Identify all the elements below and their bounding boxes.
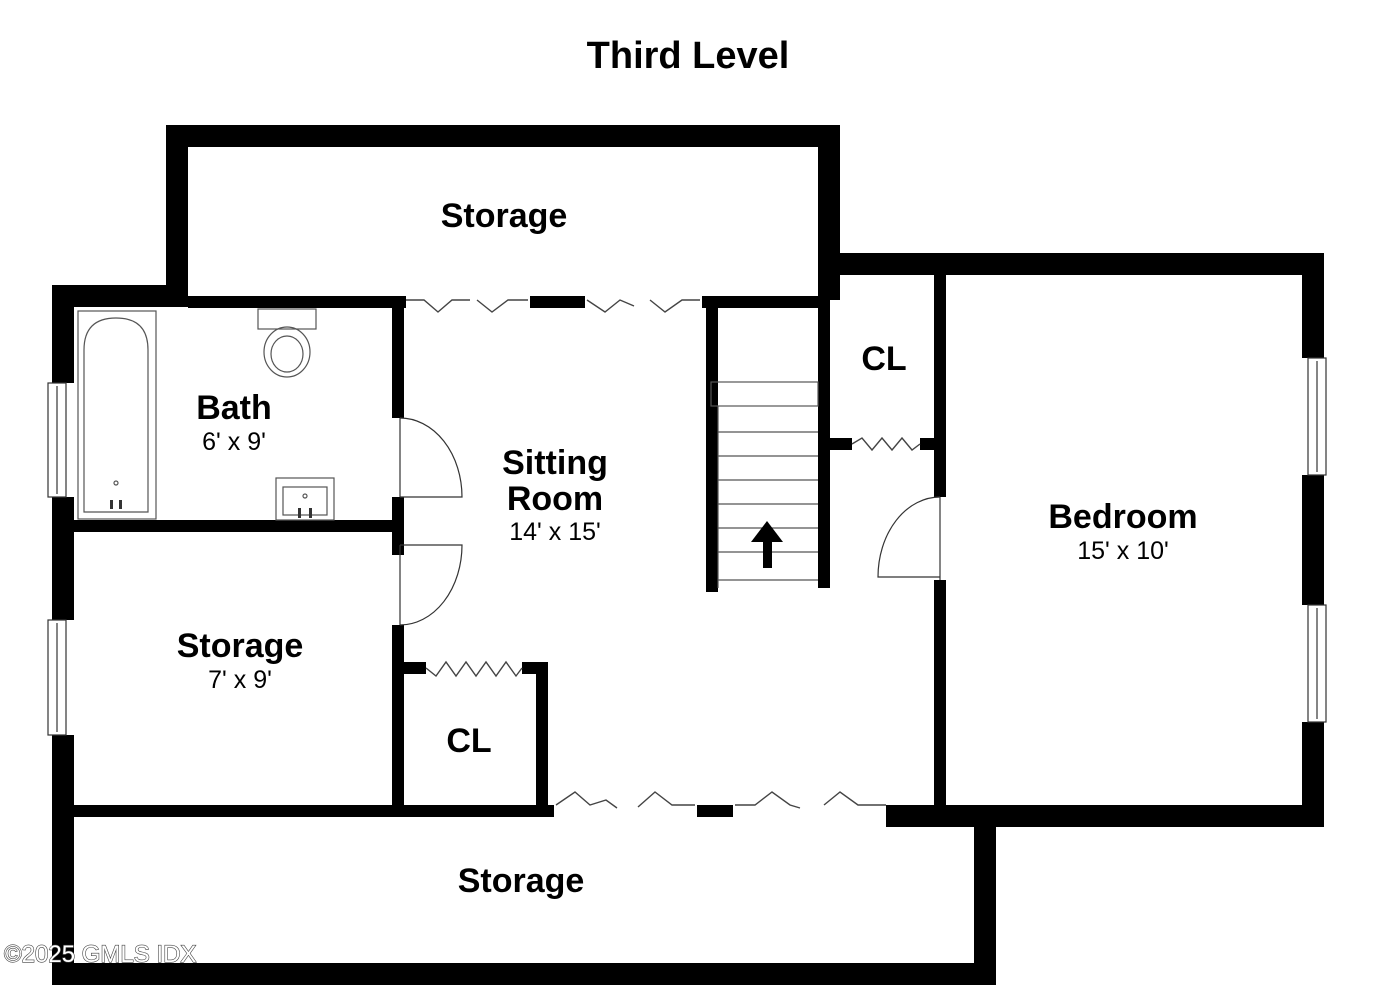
bedroom-dims: 15' x 10' <box>1077 537 1169 565</box>
closet-lower-label: CL <box>446 722 491 760</box>
interior-walls <box>74 264 946 817</box>
door-storage-left <box>399 544 463 626</box>
closet-upper-label: CL <box>861 340 906 378</box>
storage-top-label: Storage <box>441 197 568 235</box>
room-labels: Storage Bath 6' x 9' Sitting Room 14' x … <box>177 197 1198 900</box>
bath-fixtures <box>77 308 335 521</box>
sitting-room-label-line2: Room <box>507 480 603 518</box>
watermark: ©2025 GMLS IDX <box>4 941 196 968</box>
windows <box>47 357 1327 736</box>
door-bath <box>399 417 463 498</box>
up-arrow-icon <box>751 521 783 568</box>
bifold-doors <box>406 299 921 809</box>
storage-left-dims: 7' x 9' <box>208 666 272 694</box>
doors <box>399 417 941 626</box>
sitting-room-dims: 14' x 15' <box>509 518 601 546</box>
floor-title: Third Level <box>587 35 790 77</box>
bedroom-label: Bedroom <box>1048 498 1197 536</box>
bath-dims: 6' x 9' <box>202 428 266 456</box>
bath-label: Bath <box>196 389 272 427</box>
storage-bottom-label: Storage <box>458 862 585 900</box>
sitting-room-label-line1: Sitting <box>502 444 608 482</box>
door-bedroom <box>877 496 941 580</box>
staircase <box>710 381 819 588</box>
storage-left-label: Storage <box>177 627 304 665</box>
